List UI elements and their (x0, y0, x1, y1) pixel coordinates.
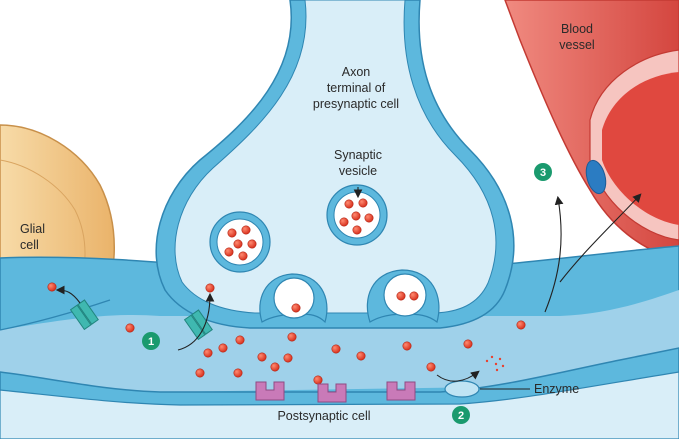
postsynaptic-label: Postsynaptic cell (277, 409, 370, 423)
neurotransmitter-molecule (402, 341, 412, 351)
neurotransmitter-molecule (47, 282, 57, 292)
svg-text:2: 2 (458, 410, 464, 422)
glial-label-line1: Glial (20, 222, 45, 236)
neurotransmitter-molecule (409, 291, 419, 301)
step-badge-2: 2 (452, 406, 470, 424)
neurotransmitter-molecule (235, 335, 245, 345)
neurotransmitter-molecule (224, 247, 234, 257)
step-badge-1: 1 (142, 332, 160, 350)
step-badge-3: 3 (534, 163, 552, 181)
vesicle-label-line2: vesicle (339, 164, 377, 178)
svg-text:3: 3 (540, 167, 546, 179)
neurotransmitter-molecule (233, 239, 243, 249)
neurotransmitter-molecule (516, 320, 526, 330)
neurotransmitter-molecule (358, 198, 368, 208)
axon-label-line2: terminal of (327, 81, 386, 95)
neurotransmitter-molecule (313, 375, 323, 385)
vesicle-label-line1: Synaptic (334, 148, 382, 162)
glial-label-line2: cell (20, 238, 39, 252)
neurotransmitter-molecule (291, 303, 301, 313)
blood-vessel-label-line2: vessel (559, 38, 594, 52)
neurotransmitter-molecule (339, 217, 349, 227)
neurotransmitter-molecule (426, 362, 436, 372)
neurotransmitter-molecule (287, 332, 297, 342)
enzyme-label: Enzyme (534, 382, 579, 396)
neurotransmitter-molecule (351, 211, 361, 221)
svg-text:1: 1 (148, 336, 154, 348)
neurotransmitter-molecule (257, 352, 267, 362)
neurotransmitter-molecule (205, 283, 215, 293)
glial-transporter-icon (69, 299, 99, 331)
neurotransmitter-molecule (195, 368, 205, 378)
blood-cell-icon (585, 159, 607, 195)
neurotransmitter-molecule (270, 362, 280, 372)
axon-label-line1: Axon (342, 65, 371, 79)
neurotransmitter-molecule (356, 351, 366, 361)
axon-label-line3: presynaptic cell (313, 97, 399, 111)
neurotransmitter-molecule (463, 339, 473, 349)
enzyme-icon (444, 380, 480, 398)
receptors (255, 381, 416, 403)
neurotransmitter-molecule (233, 368, 243, 378)
neurotransmitter-molecule (238, 251, 248, 261)
neurotransmitter-molecule (364, 213, 374, 223)
blood-vessel-label-line1: Blood (561, 22, 593, 36)
neurotransmitter-molecule (125, 323, 135, 333)
arrows (55, 187, 642, 390)
neurotransmitter-molecule (344, 199, 354, 209)
presynaptic-transporter-icon (183, 309, 213, 341)
neurotransmitter-molecule (396, 291, 406, 301)
neurotransmitter-molecule (247, 239, 257, 249)
neurotransmitter-molecule (331, 344, 341, 354)
neurotransmitter-molecule (227, 228, 237, 238)
neurotransmitter-molecule (218, 343, 228, 353)
enzyme-fragments (485, 355, 505, 372)
neurotransmitter-molecule (203, 348, 213, 358)
neurotransmitter-molecule (283, 353, 293, 363)
neurotransmitter-molecules (47, 198, 526, 385)
neurotransmitter-molecule (352, 225, 362, 235)
neurotransmitter-molecule (241, 225, 251, 235)
